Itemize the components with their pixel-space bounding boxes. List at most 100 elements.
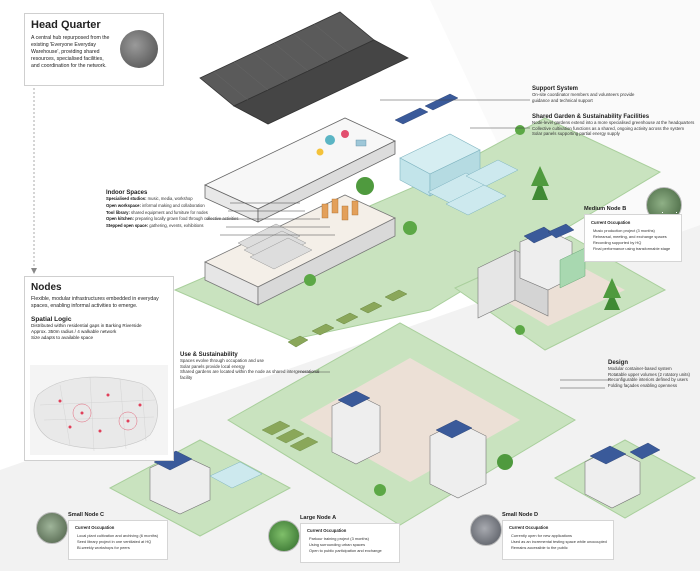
large-node-a — [227, 322, 577, 526]
node-c-item: Bi-weekly workshops for peers — [77, 545, 130, 550]
design-item: Rotatable upper volumes (2 rotatory unit… — [608, 371, 690, 377]
hq-info-box: Head Quarter A central hub repurposed fr… — [24, 13, 164, 86]
indoor-item: Stepped open space: gathering, events, e… — [106, 223, 204, 229]
hq-lower-wall-side — [257, 217, 396, 306]
leader-lines — [206, 99, 610, 389]
use-item: Shared gardens are located within the no… — [180, 369, 320, 380]
spacer — [662, 212, 663, 213]
node-b-item: Music production project (3 months) — [593, 228, 655, 233]
design-item: Modular container-based system — [608, 366, 672, 371]
indoor-item: Open workspace: informal making and coll… — [106, 202, 205, 208]
node-c-title: Small Node C — [68, 512, 105, 518]
node-d-card-body: Current Occupation Currently open for ne… — [502, 520, 614, 560]
node-d-title: Small Node D — [502, 512, 539, 518]
use-item: Solar panels provide local energy — [180, 363, 245, 369]
node-b-item: Final performance using transformable st… — [593, 246, 671, 251]
node-a-trees — [374, 454, 513, 496]
node-a-card-body: Current Occupation Parkour training proj… — [300, 523, 400, 563]
small-node-c — [108, 439, 292, 537]
node-a-item: Open to public participation and exchang… — [309, 548, 382, 553]
headquarter-building — [173, 11, 662, 348]
node-a-title: Large Node A — [300, 515, 337, 521]
indoor-title: Indoor Spaces — [106, 190, 148, 196]
medium-node-b — [453, 223, 667, 351]
spatial-line-1: Distributed within residential gaps in B… — [31, 323, 142, 329]
node-c-occupation-title: Current Occupation — [75, 525, 115, 530]
tool-library-shelves — [321, 198, 359, 221]
node-d-occupation-title: Current Occupation — [509, 525, 549, 530]
node-a-garden-beds — [261, 420, 319, 452]
node-d-item: Remains accessible to the public — [511, 545, 568, 550]
indoor-item: Tool library: shared equipment and furni… — [106, 209, 208, 215]
garden-title: Shared Garden & Sustainability Facilitie… — [532, 114, 650, 120]
indoor-spaces-label: Indoor Spaces Specialised studios: music… — [106, 190, 246, 230]
large-node-a-card: Large Node A Current Occupation Parkour … — [300, 513, 400, 565]
node-d-item: Used as an incremental testing space whi… — [511, 539, 607, 544]
indoor-item: Specialised studios: music, media, works… — [106, 196, 193, 201]
small-node-c-card: Small Node C Current Occupation Local pl… — [68, 510, 168, 562]
node-a-photo-thumbnail — [268, 520, 300, 552]
node-b-trees — [515, 278, 621, 335]
design-item: Folding façades enabling openness — [608, 382, 678, 388]
hq-garden-strips — [287, 289, 408, 348]
greenhouse — [399, 133, 519, 216]
node-b-occupation-title: Current Occupation — [591, 220, 631, 225]
indoor-item: Open kitchen: preparing locally grown fo… — [106, 216, 239, 222]
garden-line-3: Solar panels supporting partial energy s… — [532, 131, 620, 137]
use-item: Spaces evolve through occupation and use — [180, 358, 264, 363]
node-c-item: Local plant cultivation and archiving (6… — [77, 533, 159, 538]
small-node-d — [553, 439, 697, 519]
node-b-plaza — [490, 258, 625, 326]
garden-line-2: Collective cultivation functions as a sh… — [532, 125, 685, 131]
studio-furniture — [316, 130, 367, 156]
nodes-description: Flexible, modular infrastructures embedd… — [31, 296, 159, 309]
node-b-item: Recording supported by HQ — [593, 240, 642, 245]
support-title: Support System — [532, 86, 579, 92]
hq-roof-right — [233, 39, 409, 125]
use-sustainability-label: Use & Sustainability Spaces evolve throu… — [180, 352, 330, 380]
node-a-item: Using surrounding urban spaces — [309, 542, 366, 547]
node-c-greenhouse — [209, 461, 263, 489]
spatial-map — [30, 365, 168, 455]
stepped-open-space — [237, 223, 313, 270]
spacer — [676, 212, 677, 213]
node-b-green-facade — [559, 247, 586, 289]
node-d-solar — [589, 442, 661, 465]
medium-node-b-title: Medium Node B — [584, 206, 627, 212]
node-d-photo-thumbnail — [470, 514, 502, 546]
spatial-line-2: Approx. 350m radius / 4 walkable network — [31, 329, 117, 335]
design-item: Reconfigurable interiors defined by user… — [608, 377, 688, 383]
node-c-card-body: Current Occupation Local plant cultivati… — [68, 520, 168, 560]
node-a-occupation-title: Current Occupation — [307, 528, 347, 533]
connector-arrow — [31, 268, 37, 274]
node-b-solar — [523, 223, 575, 244]
design-label: Design Modular container-based system Ro… — [608, 360, 698, 388]
spatial-line-3: Size adapts to available space — [31, 335, 94, 341]
hq-upper-wall-side — [257, 140, 396, 223]
support-system-label: Support System On-site coordinator membe… — [532, 86, 692, 103]
support-line-1: On-site coordinator members and voluntee… — [532, 92, 635, 97]
medium-node-b-card: Current Occupation Music production proj… — [584, 214, 682, 262]
node-d-item: Currently open for new applications — [511, 533, 572, 538]
spatial-logic-title: Spatial Logic — [31, 316, 72, 324]
node-b-item: Rehearsal, meeting, and exchange spaces — [593, 234, 667, 239]
hq-description: A central hub repurposed from the existi… — [31, 35, 110, 69]
node-c-photo-thumbnail — [36, 512, 68, 544]
small-node-d-card: Small Node D Current Occupation Currentl… — [502, 510, 614, 562]
hq-solar-panels — [394, 93, 459, 125]
node-c-item: Seed library project in one ventilated a… — [77, 539, 152, 544]
design-title: Design — [608, 360, 629, 366]
nodes-info-box: Nodes Flexible, modular infrastructures … — [24, 276, 174, 461]
use-title: Use & Sustainability — [180, 352, 238, 358]
shared-garden-label: Shared Garden & Sustainability Facilitie… — [532, 114, 698, 137]
node-a-item: Parkour training project (3 months) — [309, 536, 369, 541]
hq-photo-thumbnail — [120, 30, 158, 68]
node-a-solar-right — [435, 419, 473, 439]
hq-title: Head Quarter — [31, 19, 101, 31]
hq-trees — [304, 125, 549, 286]
support-line-2: guidance and technical support — [532, 97, 593, 103]
garden-line-1: Node-level gardens extend into a more sp… — [532, 120, 695, 125]
node-a-solar — [337, 390, 371, 408]
hq-roof-ribs — [213, 23, 349, 101]
